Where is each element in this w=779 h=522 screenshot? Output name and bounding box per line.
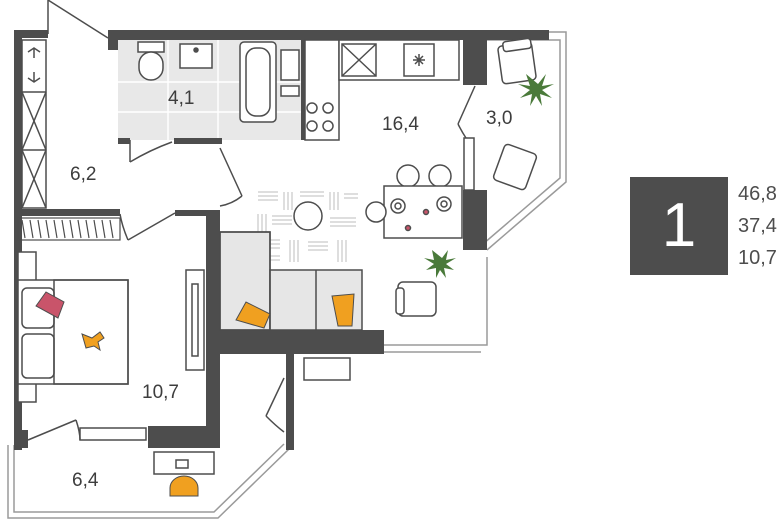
bathroom-fixtures: [137, 41, 300, 123]
toy-icon: [81, 331, 105, 352]
bed-pillow: [35, 291, 65, 319]
armchair: [395, 281, 437, 317]
room-label-balcony-bedroom: 6,4: [72, 470, 99, 491]
room-label-balcony-kitchen: 3,0: [486, 108, 512, 129]
desk-chair: [169, 475, 199, 497]
tv-unit: [185, 269, 205, 371]
plant-icon: [518, 74, 554, 106]
coffee-table: [293, 201, 323, 231]
room-label-bedroom: 10,7: [142, 382, 179, 403]
area-summary: 46,8 37,4 10,7: [738, 179, 777, 273]
plant-icon: [424, 250, 456, 278]
walls: [14, 30, 549, 450]
entrance-door: [47, 0, 109, 39]
kitchen-balcony-door: [457, 85, 476, 191]
balcony-desk: [153, 451, 215, 475]
room-label-bathroom: 4,1: [168, 88, 194, 109]
living-door: [219, 147, 243, 207]
dining-set: [365, 164, 463, 239]
bedroom-balcony-door: [27, 419, 147, 441]
corridor-fixtures: [265, 357, 351, 433]
bathroom-door: [129, 140, 173, 163]
bedroom-wardrobe: [17, 217, 121, 241]
rooms-count: 1: [661, 191, 697, 260]
bedroom-door: [119, 212, 176, 241]
bedroom-area: 10,7: [738, 247, 777, 269]
room-label-kitchen-living: 16,4: [382, 114, 419, 135]
living-area: 37,4: [738, 215, 777, 237]
sofa-pillows: [235, 293, 355, 329]
rooms-count-badge: 1: [630, 177, 728, 275]
bed: [17, 251, 129, 403]
balcony-chairs: [492, 37, 538, 191]
kitchen-counter: [304, 39, 460, 141]
hallway-wardrobe: [21, 39, 47, 209]
total-area: 46,8: [738, 183, 777, 205]
room-label-hallway: 6,2: [70, 164, 96, 185]
